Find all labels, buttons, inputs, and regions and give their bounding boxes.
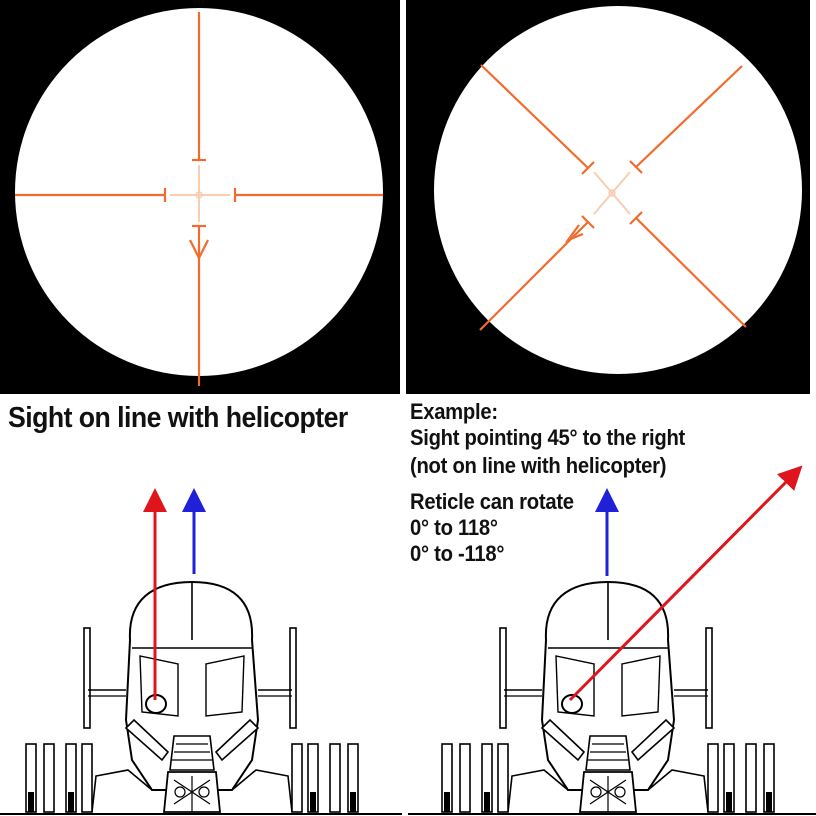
rotation-line-1: Reticle can rotate xyxy=(410,489,574,514)
reticle-center-dot xyxy=(195,191,203,199)
helicopter-front-right xyxy=(407,581,816,815)
example-heading: Example: xyxy=(410,399,498,424)
reticle-direction-arrow xyxy=(189,239,209,261)
sight-view-rotated xyxy=(406,0,810,394)
reticle-upper-left-tick xyxy=(581,161,595,175)
reticle-on-line xyxy=(15,12,383,386)
reticle-center-faded xyxy=(593,171,631,215)
reticle-center-faded xyxy=(170,165,230,222)
reticle-upper-right-line xyxy=(635,65,743,168)
reticle-lower-left-tick xyxy=(581,215,595,229)
example-line-1: Sight pointing 45° to the right xyxy=(410,425,685,450)
rotation-line-2: 0° to 118° xyxy=(410,515,498,540)
reticle-rotated xyxy=(479,64,747,331)
helicopter-front-left xyxy=(0,581,403,815)
caption-on-line: Sight on line with helicopter xyxy=(8,402,348,434)
example-line-2: (not on line with helicopter) xyxy=(410,453,667,478)
reticle-upper-left-line xyxy=(480,64,589,169)
reticle-lower-right-tick xyxy=(629,211,643,225)
sight-view-on-line xyxy=(0,0,400,394)
reticle-lower-right-line xyxy=(635,217,747,328)
reticle-direction-arrow xyxy=(564,224,584,243)
rotation-line-3: 0° to -118° xyxy=(410,541,505,566)
reticle-center-dot xyxy=(608,189,616,197)
reticle-upper-right-tick xyxy=(629,160,643,174)
sight-direction-arrow-right xyxy=(568,465,803,702)
